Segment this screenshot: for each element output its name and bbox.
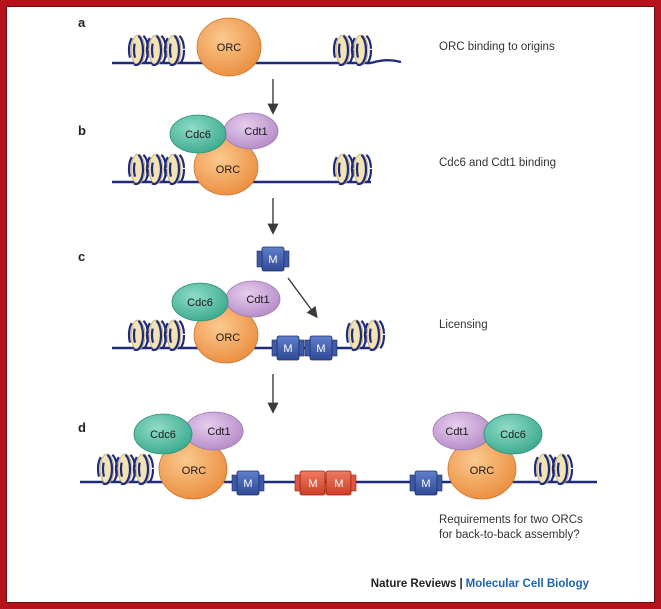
nucleosome [163,33,186,67]
panel-c: c M ORC Cdt1 Cdc6 M M Licensing [78,246,488,364]
cdt1-label: Cdt1 [244,126,267,138]
footer-separator: | [459,578,462,590]
mcm-label: M [316,343,325,355]
frame-inner-border [6,6,655,603]
panel-letter-c: c [78,249,85,264]
panel-letter-a: a [78,15,86,30]
orc-protein [193,138,259,196]
nucleosome [127,152,150,186]
cdc6-label: Cdc6 [187,297,213,309]
nucleosome [332,152,355,186]
nucleosome [551,452,574,486]
mcm-label: M [308,478,317,490]
footer-journal: Nature Reviews [371,578,457,590]
cdc6-protein [133,413,193,455]
cdt1-label: Cdt1 [207,426,230,438]
cdc6-protein [483,413,543,455]
mcm-label: M [334,478,343,490]
caption-c: Licensing [439,319,488,331]
footer-section: Molecular Cell Biology [466,578,590,590]
mcm-double-hexamer: M M [294,470,357,496]
nucleosome [350,152,373,186]
mcm-label: M [243,478,252,490]
cdc6-label: Cdc6 [150,429,176,441]
footer-text: Nature Reviews| Molecular Cell Biology [371,578,590,590]
cdt1-label: Cdt1 [445,426,468,438]
nucleosome [332,33,355,67]
nucleosome [145,33,168,67]
nucleosome [363,318,386,352]
footer-credit: Nature Reviews| Molecular Cell Biology [371,578,590,590]
orc-label: ORC [216,332,241,344]
nucleosome [145,152,168,186]
cdc6-protein [171,282,229,322]
nucleosome [114,452,137,486]
dna-tail [370,59,402,65]
caption-d-line1: Requirements for two ORCs [439,514,583,526]
panel-letter-b: b [78,123,86,138]
cdc6-protein [169,114,227,154]
cdc6-label: Cdc6 [185,129,211,141]
nucleosome [163,152,186,186]
nucleosome [127,33,150,67]
orc-label: ORC [216,164,241,176]
panel-a: a ORC ORC binding to origins [78,15,555,77]
nucleosome [96,452,119,486]
panel-b: b ORC Cdt1 Cdc6 Cdc6 and Cdt1 binding [78,112,556,196]
nucleosome [345,318,368,352]
nucleosome [132,452,155,486]
nucleosome [127,318,150,352]
caption-b: Cdc6 and Cdt1 binding [439,157,556,169]
mcm-label: M [421,478,430,490]
orc-label: ORC [470,465,495,477]
cdc6-label: Cdc6 [500,429,526,441]
caption-a: ORC binding to origins [439,41,555,53]
cdt1-label: Cdt1 [246,294,269,306]
arrow-mcm-load [287,277,318,319]
nucleosome [533,452,556,486]
caption-d-line2: for back-to-back assembly? [439,529,580,541]
mcm-label: M [268,254,277,266]
nucleosome [163,318,186,352]
nucleosome [145,318,168,352]
orc-protein [196,17,262,77]
panel-d: d ORC Cdt1 Cdc6 M M M [78,411,597,541]
mcm-label: M [283,343,292,355]
orc-label: ORC [182,465,207,477]
panel-letter-d: d [78,420,86,435]
orc-label: ORC [217,42,242,54]
nucleosome [350,33,373,67]
licensing-diagram: a ORC ORC binding to origins b ORC C [78,15,597,590]
